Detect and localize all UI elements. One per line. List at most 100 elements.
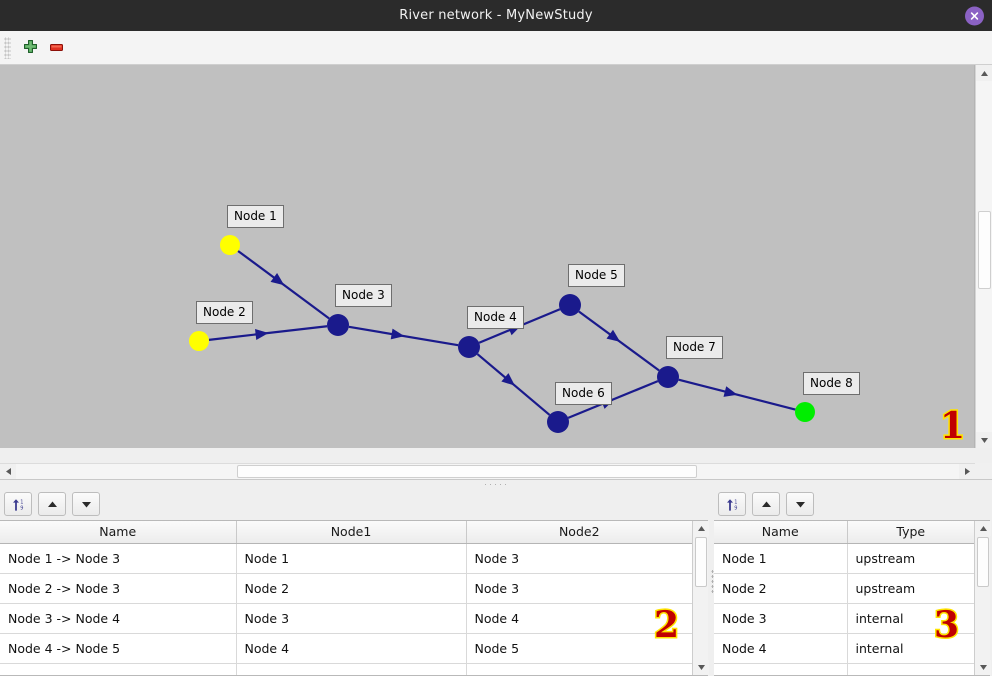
links-scroll-up-icon[interactable] [693, 521, 709, 536]
scroll-left-icon[interactable] [0, 464, 16, 479]
graph-node-label[interactable]: Node 1 [227, 205, 284, 228]
links-column-header[interactable]: Node2 [466, 521, 692, 544]
graph-node[interactable] [547, 411, 569, 433]
graph-node-label[interactable]: Node 2 [196, 301, 253, 324]
links-move-up-button[interactable] [38, 492, 66, 516]
graph-node[interactable] [327, 314, 349, 336]
nodes-column-header[interactable]: Type [847, 521, 974, 544]
graph-node[interactable] [795, 402, 815, 422]
table-cell[interactable]: Node 4 [236, 633, 467, 664]
table-cell[interactable]: internal [847, 603, 974, 634]
links-move-down-button[interactable] [72, 492, 100, 516]
nodes-scroll-up-icon[interactable] [975, 521, 991, 536]
table-cell[interactable]: Node 4 -> Node 5 [0, 633, 237, 664]
nodes-column-header[interactable]: Name [714, 521, 848, 544]
table-cell[interactable]: Node 3 -> Node 4 [0, 603, 237, 634]
move-up-icon [761, 501, 771, 507]
graph-node-label[interactable]: Node 7 [666, 336, 723, 359]
table-cell[interactable]: Node 3 [466, 543, 692, 574]
table-cell[interactable]: upstream [847, 543, 974, 574]
river-network-graph[interactable]: Node 1 Node 2 Node 3 Node 4 Node 5 Node 6 Node… [0, 65, 975, 448]
table-cell[interactable]: Node 4 [466, 603, 692, 634]
nodes-sort-button[interactable]: 1 9 [718, 492, 746, 516]
table-cell[interactable]: internal [847, 633, 974, 664]
links-table-scrollbar[interactable] [692, 521, 709, 675]
splitter-grip-icon [483, 482, 509, 486]
graph-node[interactable] [458, 336, 480, 358]
links-sort-button[interactable]: 1 9 [4, 492, 32, 516]
table-cell[interactable]: Node 5 [466, 633, 692, 664]
canvas-hscroll-thumb[interactable] [237, 465, 697, 478]
table-cell[interactable]: Node 3 [236, 603, 467, 634]
main-toolbar [0, 31, 992, 65]
graph-node-label[interactable]: Node 3 [335, 284, 392, 307]
links-column-header[interactable]: Node1 [236, 521, 467, 544]
canvas-horizontal-scrollbar[interactable] [0, 463, 975, 479]
table-cell[interactable]: Node 2 [236, 573, 467, 604]
canvas-hscroll-row [0, 463, 992, 479]
svg-text:9: 9 [20, 505, 23, 511]
add-node-button[interactable] [17, 35, 43, 61]
close-icon[interactable] [965, 6, 984, 25]
table-cell[interactable]: Node 1 [714, 543, 848, 574]
scroll-up-icon[interactable] [976, 65, 992, 81]
graph-node-label[interactable]: Node 4 [467, 306, 524, 329]
canvas-vertical-scrollbar[interactable] [975, 65, 992, 448]
table-cell[interactable] [0, 663, 237, 675]
table-cell[interactable]: Node 1 -> Node 3 [0, 543, 237, 574]
graph-node-label[interactable]: Node 6 [555, 382, 612, 405]
graph-node[interactable] [657, 366, 679, 388]
table-cell[interactable] [714, 663, 848, 675]
nodes-move-up-button[interactable] [752, 492, 780, 516]
links-column-header[interactable]: Name [0, 521, 237, 544]
toolbar-drag-handle[interactable] [4, 36, 11, 59]
table-cell[interactable] [236, 663, 467, 675]
table-cell[interactable] [847, 663, 974, 675]
canvas-vscroll-thumb[interactable] [978, 211, 991, 289]
table-cell[interactable]: Node 3 [466, 573, 692, 604]
table-cell[interactable]: Node 2 [714, 573, 848, 604]
graph-edge-arrow-icon [723, 386, 738, 397]
remove-node-button[interactable] [43, 35, 69, 61]
table-row[interactable] [714, 663, 974, 675]
graph-node-label[interactable]: Node 5 [568, 264, 625, 287]
table-row[interactable] [0, 663, 692, 675]
table-cell[interactable]: Node 2 -> Node 3 [0, 573, 237, 604]
nodes-scroll-down-icon[interactable] [975, 660, 991, 675]
nodes-scroll-thumb[interactable] [977, 537, 989, 587]
graph-node[interactable] [189, 331, 209, 351]
nodes-table-scrollbar[interactable] [974, 521, 991, 675]
scroll-down-icon[interactable] [976, 432, 992, 448]
table-cell[interactable]: Node 1 [236, 543, 467, 574]
graph-node-label[interactable]: Node 8 [803, 372, 860, 395]
table-cell[interactable] [466, 663, 692, 675]
table-cell[interactable]: Node 4 [714, 633, 848, 664]
table-cell[interactable]: upstream [847, 573, 974, 604]
red-minus-remove-icon [49, 44, 63, 51]
scroll-right-icon[interactable] [959, 464, 975, 479]
vertical-splitter[interactable] [710, 488, 714, 676]
links-scroll-down-icon[interactable] [693, 660, 709, 675]
graph-edge-arrow-icon [390, 328, 405, 340]
links-scroll-thumb[interactable] [695, 537, 707, 587]
graph-node[interactable] [559, 294, 581, 316]
nodes-move-down-button[interactable] [786, 492, 814, 516]
table-cell[interactable]: Node 3 [714, 603, 848, 634]
horizontal-splitter[interactable] [0, 479, 992, 488]
graph-node[interactable] [220, 235, 240, 255]
nodes-pane-toolbar: 1 9 [714, 488, 992, 520]
